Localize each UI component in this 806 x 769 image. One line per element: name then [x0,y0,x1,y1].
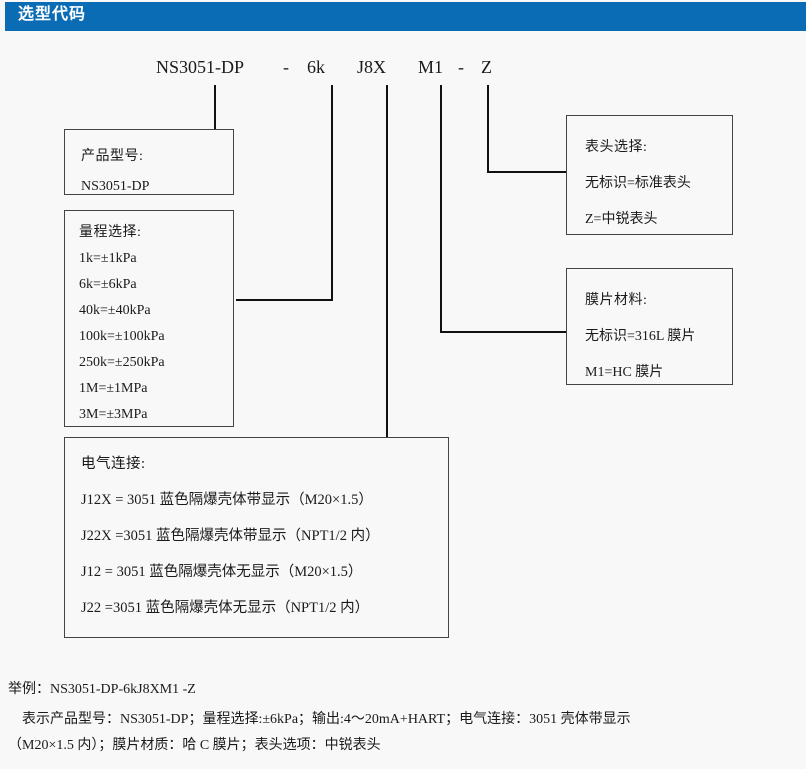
box-range-option: 3M=±3MPa [79,407,148,422]
connector-electrical-vertical [386,85,388,438]
box-range-selection: 量程选择: 1k=±1kPa 6k=±6kPa 40k=±40kPa 100k=… [64,210,234,427]
box-range-option: 100k=±100kPa [79,329,165,344]
box-diaphragm-material: 膜片材料: 无标识=316L 膜片 M1=HC 膜片 [566,268,733,385]
connector-diaphragm-horizontal [440,331,566,333]
example-line-1: 举例：NS3051-DP-6kJ8XM1 -Z [8,682,196,697]
box-diaphragm-option: 无标识=316L 膜片 [585,329,696,344]
box-head-option: 无标识=标准表头 [585,176,691,191]
code-token-product: NS3051-DP [156,57,245,77]
box-electrical-option: J22X =3051 蓝色隔爆壳体带显示（NPT1/2 内） [81,528,380,544]
connector-diaphragm-vertical [440,85,442,333]
connector-head-horizontal [487,171,566,173]
box-range-option: 1M=±1MPa [79,381,148,396]
box-product-model: 产品型号: NS3051-DP [64,129,234,195]
box-electrical-connection: 电气连接: J12X = 3051 蓝色隔爆壳体带显示（M20×1.5） J22… [64,437,449,638]
connector-range-horizontal [236,299,333,301]
code-token-dash-2: - [458,57,464,77]
connector-head-vertical [487,85,489,173]
box-diaphragm-option: M1=HC 膜片 [585,365,664,380]
box-electrical-option: J22 =3051 蓝色隔爆壳体无显示（NPT1/2 内） [81,600,370,616]
connector-range-vertical [331,85,333,301]
box-range-option: 250k=±250kPa [79,355,165,370]
box-range-option: 1k=±1kPa [79,251,137,266]
code-token-head: Z [481,57,492,77]
code-token-range: 6k [307,57,325,77]
box-head-option: Z=中锐表头 [585,212,658,227]
code-token-electrical: J8X [357,57,387,77]
example-line-3: （M20×1.5 内）；膜片材质：哈 C 膜片；表头选项：中锐表头 [8,738,381,753]
connector-product-vertical [214,85,216,129]
box-electrical-option: J12 = 3051 蓝色隔爆壳体无显示（M20×1.5） [81,564,363,580]
box-head-selection: 表头选择: 无标识=标准表头 Z=中锐表头 [566,115,733,235]
box-range-title: 量程选择: [79,225,142,240]
box-diaphragm-title: 膜片材料: [585,293,648,308]
code-token-dash-1: - [283,57,289,77]
box-product-model-value: NS3051-DP [81,179,150,194]
section-header-bar [5,2,806,31]
page-title: 选型代码 [18,6,87,23]
box-electrical-option: J12X = 3051 蓝色隔爆壳体带显示（M20×1.5） [81,492,373,508]
box-head-title: 表头选择: [585,140,648,155]
example-line-2: 表示产品型号：NS3051-DP；量程选择:±6kPa；输出:4～20mA+HA… [8,712,631,727]
box-electrical-title: 电气连接: [81,456,146,472]
box-range-option: 40k=±40kPa [79,303,151,318]
box-range-option: 6k=±6kPa [79,277,137,292]
box-product-model-title: 产品型号: [81,149,144,164]
code-token-diaphragm: M1 [418,57,444,77]
